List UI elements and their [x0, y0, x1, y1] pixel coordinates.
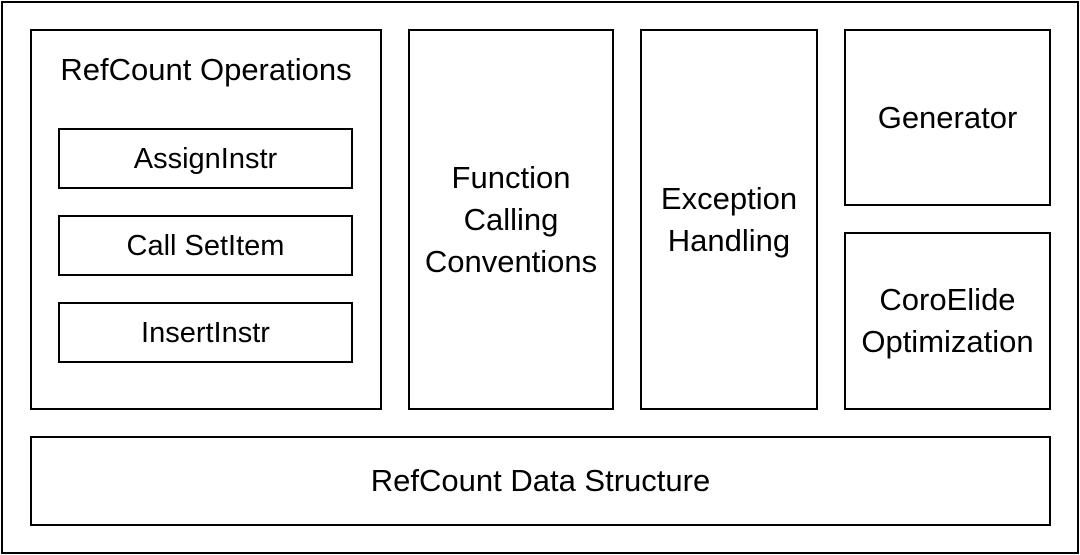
- insertinstr-box: InsertInstr: [58, 302, 353, 363]
- assigninstr-box: AssignInstr: [58, 128, 353, 189]
- generator-box: Generator: [844, 29, 1051, 206]
- exception-handling-box: Exception Handling: [640, 29, 818, 410]
- call-setitem-box: Call SetItem: [58, 215, 353, 276]
- function-calling-conventions-box: Function Calling Conventions: [408, 29, 614, 410]
- coroelide-optimization-box: CoroElide Optimization: [844, 232, 1051, 410]
- refcount-data-structure-box: RefCount Data Structure: [30, 436, 1051, 526]
- refcount-operations-title: RefCount Operations: [60, 52, 352, 87]
